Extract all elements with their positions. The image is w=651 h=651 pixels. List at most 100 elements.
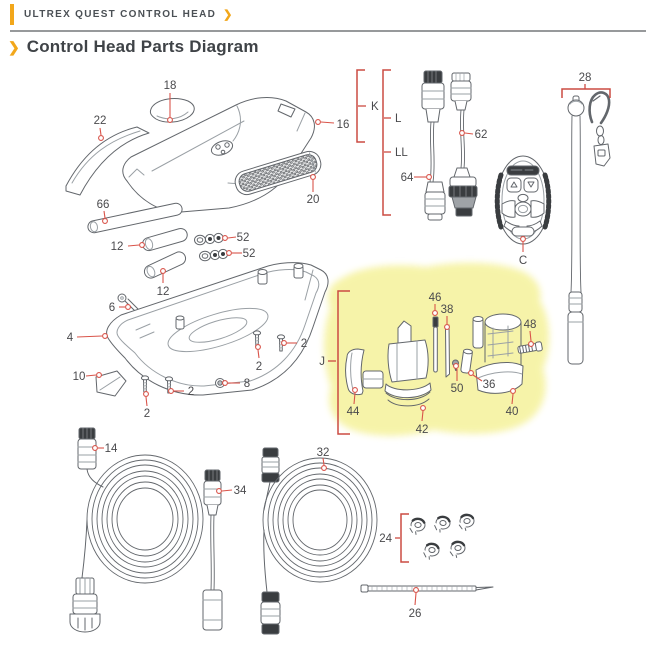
callout-38: 38 <box>441 304 454 330</box>
callout-10: 10 <box>73 371 102 383</box>
callout-label-36: 36 <box>483 379 496 391</box>
callout-label-28: 28 <box>579 72 592 84</box>
part-44-clutch-band <box>345 348 384 396</box>
part-46-pin <box>432 316 439 373</box>
callout-64: 64 <box>401 172 432 184</box>
part-64-adapter-cable <box>421 70 446 221</box>
callout-2: 2 <box>255 344 262 373</box>
callout-label-66: 66 <box>97 199 110 211</box>
header-divider <box>10 30 646 32</box>
callout-label-12: 12 <box>157 286 170 298</box>
callout-label-38: 38 <box>441 304 454 316</box>
page-title: ❯ Control Head Parts Diagram <box>8 37 259 57</box>
page-title-text: Control Head Parts Diagram <box>26 37 259 56</box>
callout-34: 34 <box>216 485 247 497</box>
bracket-group-J: J <box>319 290 350 435</box>
callout-label-52: 52 <box>237 232 250 244</box>
callout-14: 14 <box>92 443 118 455</box>
part-c-remote-control <box>494 155 552 245</box>
part-4-base-housing <box>106 262 329 396</box>
title-chevron-icon: ❯ <box>8 38 20 55</box>
part-18-access-cover <box>149 98 195 123</box>
bracket-group-24: 24 <box>379 513 409 563</box>
callout-label-52: 52 <box>243 248 256 260</box>
part-34-adapter-cable <box>202 469 223 631</box>
callout-18: 18 <box>164 80 177 123</box>
callout-label-40: 40 <box>506 406 519 418</box>
callout-2: 2 <box>281 338 307 350</box>
callout-32: 32 <box>317 447 330 471</box>
callout-label-2: 2 <box>144 408 150 420</box>
callout-label-42: 42 <box>416 424 429 436</box>
callout-label-24: 24 <box>379 533 392 545</box>
callout-12: 12 <box>111 241 145 253</box>
callout-label-4: 4 <box>67 332 74 344</box>
bracket-group-K: K <box>356 69 379 143</box>
callout-48: 48 <box>524 319 537 347</box>
callout-44: 44 <box>347 387 360 418</box>
part-28-lanyard <box>567 95 585 365</box>
callout-26: 26 <box>409 587 422 620</box>
callout-label-2: 2 <box>188 386 194 398</box>
callout-label-2: 2 <box>301 338 307 350</box>
part-42-clutch-housing <box>384 320 432 407</box>
part-28-carabiner <box>588 91 611 167</box>
part-66-long-tube <box>87 202 183 234</box>
callout-50: 50 <box>451 363 464 395</box>
callout-66: 66 <box>97 199 110 224</box>
part-62-adapter-cable <box>448 72 478 217</box>
part-14-coiled-cable <box>69 427 204 633</box>
part-12-tube-a <box>142 227 188 252</box>
callout-C: C <box>519 236 527 267</box>
callout-label-C: C <box>519 255 527 267</box>
bracket-group-L-LL: LLL <box>382 69 408 216</box>
callout-2: 2 <box>143 391 150 420</box>
callout-22: 22 <box>94 115 107 141</box>
callout-label-34: 34 <box>234 485 247 497</box>
callout-label-10: 10 <box>73 371 86 383</box>
callout-4: 4 <box>67 332 108 344</box>
callout-16: 16 <box>315 119 350 131</box>
part-12-tube-b <box>143 251 187 279</box>
part-22-side-panel <box>65 126 150 196</box>
callout-label-26: 26 <box>409 608 422 620</box>
part-52-washer-set-b <box>199 248 229 262</box>
callout-52: 52 <box>226 248 256 260</box>
callout-8: 8 <box>222 378 250 390</box>
part-26-cable-tie <box>360 584 494 593</box>
breadcrumb[interactable]: ULTREX QUEST CONTROL HEAD ❯ <box>10 4 232 25</box>
callout-2: 2 <box>168 386 194 398</box>
callout-40: 40 <box>506 388 519 418</box>
callout-label-14: 14 <box>105 443 118 455</box>
callout-label-50: 50 <box>451 383 464 395</box>
callout-label-46: 46 <box>429 292 442 304</box>
callout-label-48: 48 <box>524 319 537 331</box>
callout-label-22: 22 <box>94 115 107 127</box>
part-38-flat-spring <box>445 324 450 378</box>
callout-42: 42 <box>416 405 429 436</box>
bracket-group-28: 28 <box>561 72 611 98</box>
callout-label-L: L <box>395 113 402 125</box>
callout-62: 62 <box>459 129 488 141</box>
callout-label-32: 32 <box>317 447 330 459</box>
callout-label-62: 62 <box>475 129 488 141</box>
part-2-screw-3 <box>140 375 150 393</box>
callout-label-K: K <box>371 101 379 113</box>
part-40-clutch-drum <box>472 313 524 394</box>
callout-label-20: 20 <box>307 194 320 206</box>
callout-label-J: J <box>319 356 325 368</box>
callout-label-18: 18 <box>164 80 177 92</box>
breadcrumb-label: ULTREX QUEST CONTROL HEAD <box>24 9 217 20</box>
part-52-washer-set-a <box>194 232 224 246</box>
callout-label-44: 44 <box>347 406 360 418</box>
callout-12: 12 <box>157 268 170 298</box>
callout-label-8: 8 <box>244 378 250 390</box>
callout-label-64: 64 <box>401 172 414 184</box>
part-36-sleeve <box>460 348 473 374</box>
callout-label-2: 2 <box>256 361 262 373</box>
callout-label-16: 16 <box>337 119 350 131</box>
callout-46: 46 <box>429 292 442 316</box>
